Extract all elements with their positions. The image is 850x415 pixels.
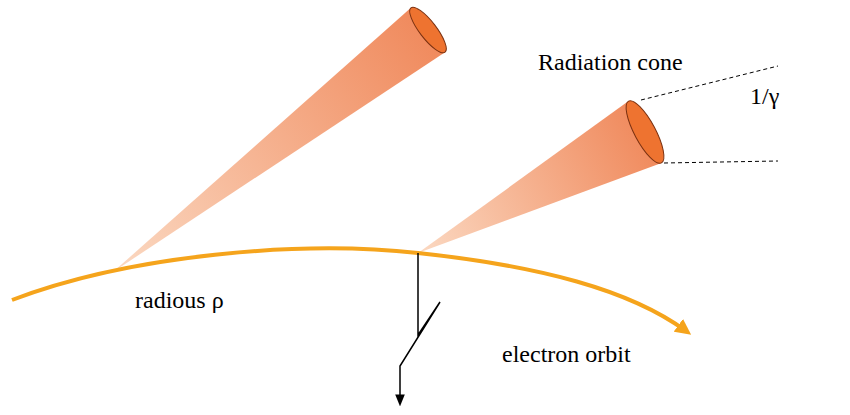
cone-opening: [619, 96, 670, 168]
angle-dash-line: [664, 161, 778, 163]
orbit-label: electron orbit: [502, 342, 631, 366]
radius-label: radious ρ: [135, 288, 224, 312]
cone-label: Radiation cone: [538, 50, 683, 74]
angle-label: 1/γ: [750, 84, 779, 108]
cone-body: [113, 8, 445, 272]
electron-orbit: [12, 248, 686, 331]
radiation-cones: [113, 3, 671, 272]
cone-opening: [404, 3, 451, 58]
radius-line: [400, 253, 440, 404]
cone-body: [418, 101, 661, 253]
